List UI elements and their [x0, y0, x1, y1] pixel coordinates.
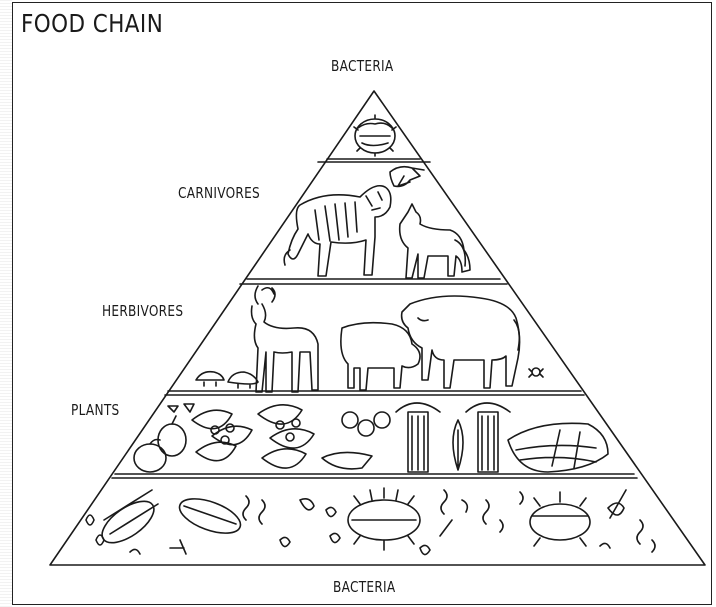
fox-illustration: [400, 204, 470, 278]
sheep-illustration: [341, 323, 420, 390]
deer-illustration: [252, 286, 319, 392]
bacteria-bottom-illustration: [86, 488, 655, 555]
plants-illustration: [134, 403, 608, 472]
bacteria-top-illustration: [354, 115, 396, 156]
cow-illustration: [402, 296, 520, 388]
eagle-illustration: [390, 167, 424, 187]
